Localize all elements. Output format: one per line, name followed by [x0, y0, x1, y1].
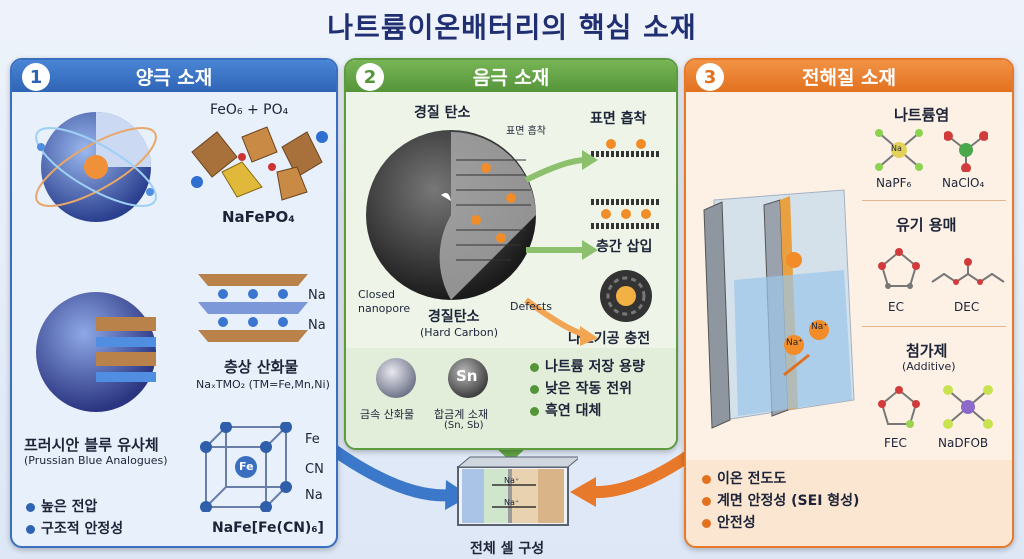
electrolyte-header: 3 전해질 소재 [686, 60, 1012, 92]
na-plus-2: Na⁺ [811, 322, 828, 332]
electrolyte-panel: 3 전해질 소재 Na⁺ Na⁺ 나트륨염 Na NaPF₆ NaClO₄ 유기… [684, 58, 1014, 548]
nadfob-molecule-icon [943, 385, 993, 429]
electrolyte-bullet: 이온 전도도 [702, 468, 859, 490]
napf6-molecule-icon [875, 129, 923, 171]
pba-formula: NaFe[Fe(CN)₆] [212, 520, 324, 536]
anode-number: 2 [356, 63, 384, 91]
naclo4-label: NaClO₄ [942, 176, 985, 190]
layered-na-1: Na [308, 288, 326, 303]
napf6-label: NaPF₆ [876, 176, 912, 190]
full-cell-label: 전체 셀 구성 [470, 541, 545, 557]
cathode-number: 1 [22, 63, 50, 91]
full-cell-icon [456, 456, 578, 526]
ec-label: EC [888, 300, 904, 314]
cell-na-1: Na⁺ [504, 476, 520, 485]
electrolyte-number: 3 [696, 63, 724, 91]
nanopore-icon [600, 270, 652, 322]
olivine-name: NaFePO₄ [222, 208, 295, 226]
salt-title: 나트륨염 [894, 106, 950, 124]
cathode-bullet: 높은 전압 [26, 496, 123, 518]
electrolyte-cell-icon [703, 189, 855, 429]
defects-label: Defects [510, 300, 552, 313]
nadfob-label: NaDFOB [938, 436, 989, 450]
additive-title: 첨가제 [906, 342, 948, 360]
surface-adsorption-icon [591, 139, 661, 157]
layered-structure-icon [198, 274, 308, 342]
olivine-formula-top: FeO₆ + PO₄ [210, 102, 289, 118]
anode-bullet: 흑연 대체 [530, 400, 645, 422]
anode-bullet: 나트륨 저장 용량 [530, 356, 645, 378]
electrolyte-bullet: 안전성 [702, 512, 859, 534]
pba-name: 프러시안 블루 유사체 [24, 436, 159, 454]
cathode-panel: 1 양극 소재 FeO₆ + PO₄ NaFePO₄ [10, 58, 338, 548]
electrolyte-bullets: 이온 전도도 계면 안정성 (SEI 형성) 안전성 [702, 468, 859, 534]
hard-carbon-top: 경질 탄소 [414, 105, 471, 121]
fec-label: FEC [884, 436, 907, 450]
hard-carbon-label: 경질탄소 [428, 309, 480, 325]
dec-label: DEC [954, 300, 980, 314]
electrolyte-bullet: 계면 안정성 (SEI 형성) [702, 490, 859, 512]
pba-cn-label: CN [305, 462, 324, 477]
intercalation-icon [591, 199, 661, 229]
cathode-layered-sphere-icon [36, 292, 156, 412]
metal-oxide-label: 금속 산화물 [360, 408, 415, 421]
anode-bullet: 낮은 작동 전위 [530, 378, 645, 400]
naclo4-molecule-icon [944, 131, 988, 172]
metal-oxide-icon [376, 358, 416, 398]
anode-panel: 2 음극 소재 경질 탄소 표면 흡착 표면 흡착 층간 삽입 [344, 58, 678, 450]
layered-name: 층상 산화물 [224, 358, 299, 376]
additive-en: (Additive) [902, 360, 956, 373]
salt-ne-label: Na [891, 144, 902, 153]
electrolyte-bottom-box [686, 460, 1012, 546]
pba-fe-label: Fe [305, 432, 320, 447]
pba-name-en: (Prussian Blue Analogues) [24, 454, 168, 467]
pba-na-label: Na [305, 488, 323, 503]
cathode-bullet: 구조적 안정성 [26, 518, 123, 540]
olivine-crystal-icon [191, 126, 328, 201]
cathode-atom-sphere-icon [35, 112, 157, 222]
cell-na-2: Na⁺ [504, 498, 520, 507]
cathode-header: 1 양극 소재 [12, 60, 336, 92]
dec-molecule-icon [931, 258, 1005, 285]
layered-na-2: Na [308, 318, 326, 333]
salt-divider [862, 200, 1006, 201]
pba-cube-icon [200, 422, 292, 512]
electrolyte-heading: 전해질 소재 [801, 66, 896, 89]
cathode-heading: 양극 소재 [135, 66, 213, 89]
anode-heading: 음극 소재 [472, 66, 550, 89]
surface-small-label: 표면 흡착 [506, 126, 546, 137]
surface-adsorption-label: 표면 흡착 [590, 111, 647, 127]
tin-icon [448, 358, 488, 398]
anode-bullets: 나트륨 저장 용량 낮은 작동 전위 흑연 대체 [530, 356, 645, 422]
cathode-bullets: 높은 전압 구조적 안정성 [26, 496, 123, 540]
layered-formula: NaₓTMO₂ (TM=Fe,Mn,Ni) [196, 378, 330, 391]
na-plus-1: Na⁺ [786, 338, 803, 348]
solvent-title: 유기 용매 [896, 216, 957, 234]
tin-label: Sn [456, 367, 478, 385]
closed-nanopore-label: Closed nanopore [358, 288, 411, 315]
ec-molecule-icon [878, 248, 920, 289]
hard-carbon-sphere-icon [366, 130, 536, 300]
solvent-divider [862, 326, 1006, 327]
alloy-sub-label: (Sn, Sb) [444, 420, 484, 431]
fec-molecule-icon [878, 386, 920, 428]
alloy-label: 합금계 소재 [434, 408, 489, 421]
intercalation-label: 층간 삽입 [596, 239, 653, 255]
pba-center-label: Fe [239, 460, 254, 473]
anode-header: 2 음극 소재 [346, 60, 676, 92]
page-title: 나트륨이온배터리의 핵심 소재 [327, 11, 697, 44]
anode-arrows [524, 150, 598, 346]
hard-carbon-en-label: (Hard Carbon) [420, 326, 499, 339]
